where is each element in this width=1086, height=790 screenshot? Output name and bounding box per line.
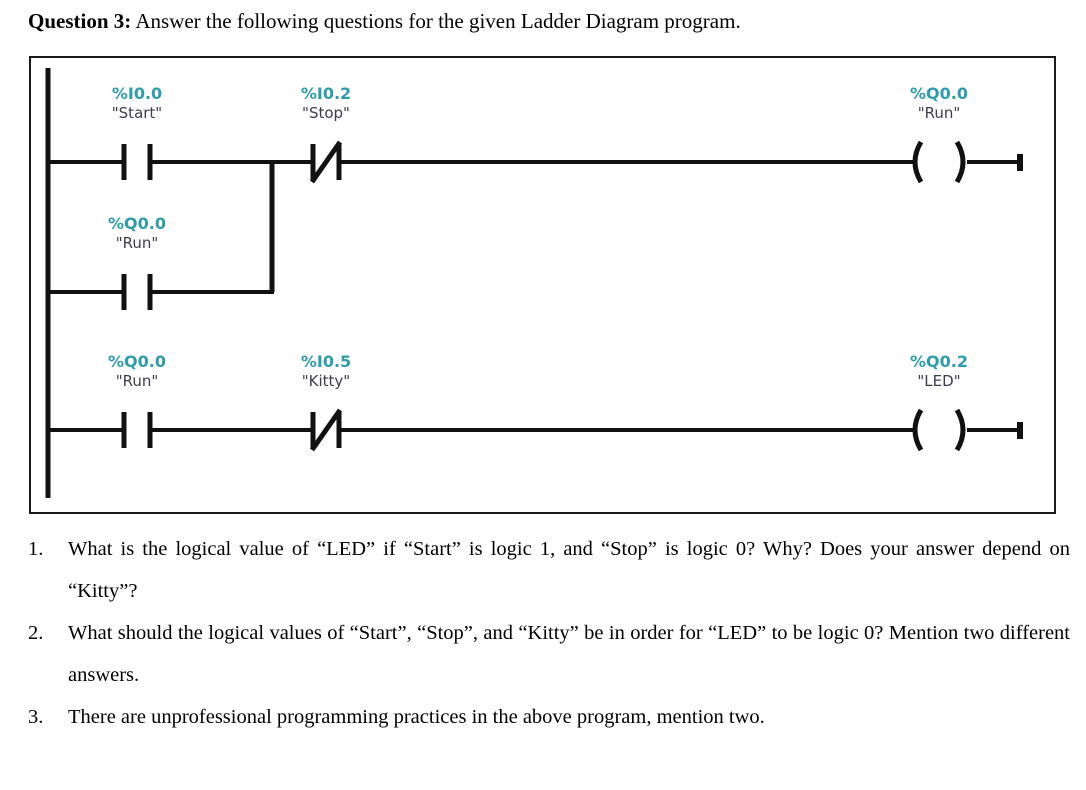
list-item: 2. What should the logical values of “St… bbox=[22, 612, 1070, 696]
tag-label-stop: %I0.2 "Stop" bbox=[276, 86, 376, 121]
tag-address: %I0.2 bbox=[300, 84, 352, 103]
tag-name: "Start" bbox=[111, 104, 163, 122]
rung2-coil-led-left-arc bbox=[912, 408, 924, 452]
list-item-number: 3. bbox=[28, 706, 44, 728]
question-heading-text: Answer the following questions for the g… bbox=[131, 9, 741, 33]
questions-list: 1. What is the logical value of “LED” if… bbox=[22, 528, 1070, 738]
tag-address: %I0.5 bbox=[300, 352, 352, 371]
tag-address: %Q0.0 bbox=[108, 352, 166, 371]
rung2-contact-kitty-slash bbox=[309, 408, 343, 452]
tag-address: %Q0.0 bbox=[910, 84, 968, 103]
list-item: 3. There are unprofessional programming … bbox=[22, 696, 1070, 738]
list-item-number: 2. bbox=[28, 622, 44, 644]
tag-label-led-coil: %Q0.2 "LED" bbox=[889, 354, 989, 389]
rung1-contact-stop-slash bbox=[309, 140, 343, 184]
tag-address: %I0.0 bbox=[111, 84, 163, 103]
tag-address: %Q0.2 bbox=[910, 352, 968, 371]
tag-label-kitty: %I0.5 "Kitty" bbox=[276, 354, 376, 389]
page-title: Question 3: Answer the following questio… bbox=[28, 8, 1068, 34]
ladder-diagram-frame: %I0.0 "Start" %I0.2 "Stop" %Q0.0 "Run" %… bbox=[29, 56, 1056, 514]
list-item-line2: logic 0? Mention two different answers. bbox=[68, 622, 1070, 686]
tag-label-run-coil: %Q0.0 "Run" bbox=[889, 86, 989, 121]
tag-name: "Run" bbox=[917, 104, 961, 122]
tag-label-run-sealin: %Q0.0 "Run" bbox=[87, 216, 187, 251]
tag-name: "Kitty" bbox=[301, 372, 351, 390]
tag-label-start: %I0.0 "Start" bbox=[87, 86, 187, 121]
tag-name: "Run" bbox=[115, 372, 159, 390]
rung1-coil-run-right-arc bbox=[954, 140, 966, 184]
tag-name: "Stop" bbox=[302, 104, 350, 122]
list-item-number: 1. bbox=[28, 538, 44, 560]
list-item: 1. What is the logical value of “LED” if… bbox=[22, 528, 1070, 612]
tag-label-run-contact2: %Q0.0 "Run" bbox=[87, 354, 187, 389]
tag-name: "LED" bbox=[917, 372, 961, 390]
list-item-line1: What is the logical value of “LED” if “S… bbox=[68, 538, 908, 560]
list-item-line1: What should the logical values of “Start… bbox=[68, 622, 813, 644]
list-item-line1: There are unprofessional programming pra… bbox=[68, 706, 765, 728]
ladder-diagram-canvas bbox=[45, 68, 1023, 498]
tag-name: "Run" bbox=[115, 234, 159, 252]
rung1-coil-run-left-arc bbox=[912, 140, 924, 184]
rung2-coil-led-right-arc bbox=[954, 408, 966, 452]
question-label: Question 3: bbox=[28, 9, 132, 33]
list-item-line2: answer depend on “Kitty”? bbox=[68, 538, 1070, 602]
tag-address: %Q0.0 bbox=[108, 214, 166, 233]
